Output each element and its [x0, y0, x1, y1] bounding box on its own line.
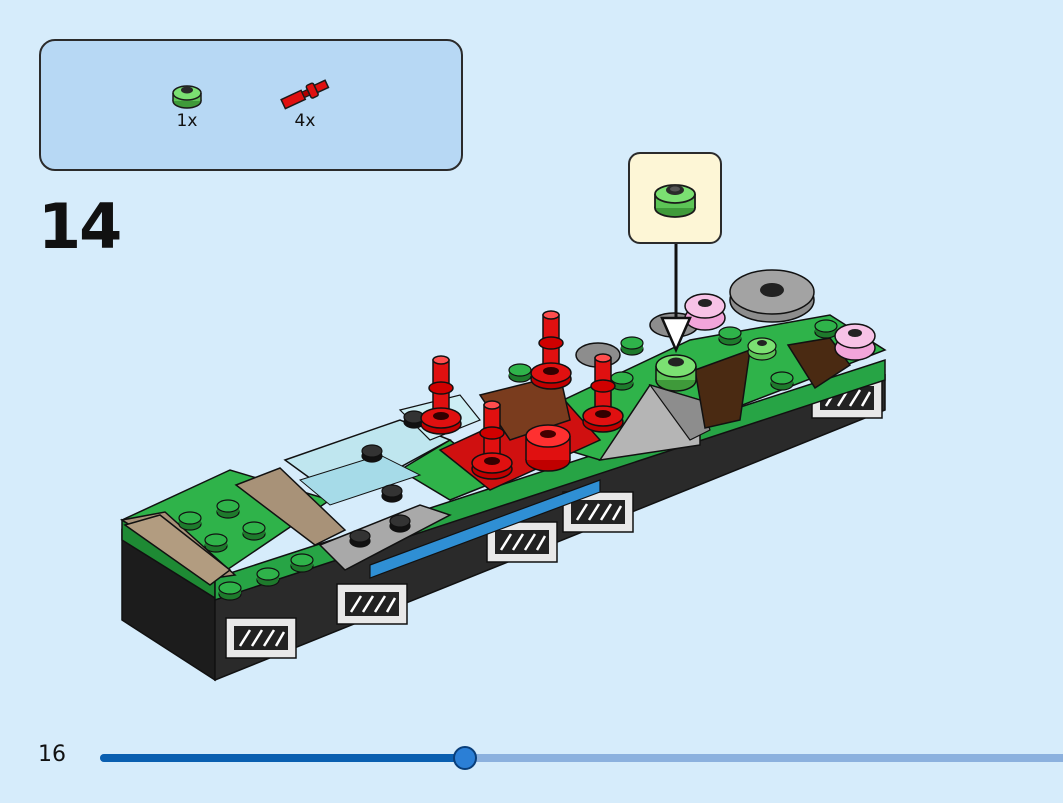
part-item-red-bar: 4x: [273, 77, 337, 131]
part-item-green-plate: 1x: [169, 81, 205, 131]
red-round-stack: [525, 424, 571, 472]
progress-knob[interactable]: [453, 746, 477, 770]
parts-list-box: 1x 4x: [39, 39, 463, 171]
small-green-round-plate: [747, 337, 777, 361]
progress-bar[interactable]: [100, 746, 1063, 770]
arrow-head: [660, 316, 692, 354]
green-round-plate-icon: [654, 184, 696, 218]
green-round-plate-icon: [172, 85, 202, 109]
part-quantity: 1x: [176, 111, 198, 131]
step-number: 14: [38, 190, 122, 263]
part-quantity: 4x: [294, 111, 316, 131]
progress-fill: [100, 754, 464, 762]
pink-flower: [834, 323, 876, 361]
page-number: 16: [38, 742, 66, 767]
red-bar-piece-icon: [280, 79, 330, 110]
placed-green-round-plate: [655, 354, 697, 392]
model-illustration: [119, 244, 887, 682]
callout-box: [628, 152, 722, 244]
pink-flower: [684, 293, 726, 331]
